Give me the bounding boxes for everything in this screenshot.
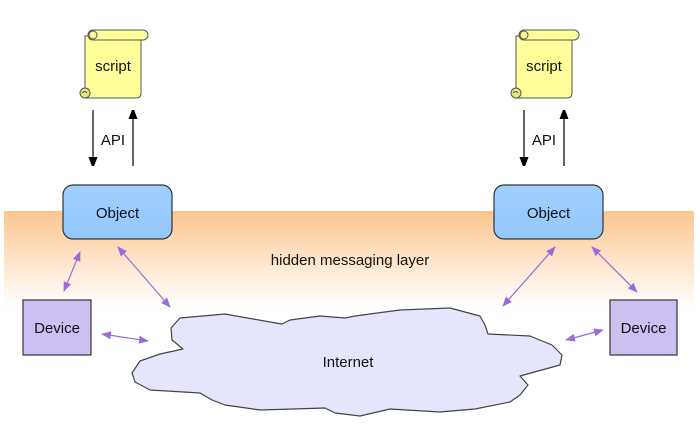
left-script-label: script bbox=[95, 58, 132, 75]
right-api-label: API bbox=[532, 132, 556, 149]
left-api-label: API bbox=[101, 132, 125, 149]
left-object-internet-link bbox=[117, 246, 171, 308]
right-script-label: script bbox=[526, 58, 563, 75]
left-object-box[interactable]: Object bbox=[62, 184, 173, 240]
left-device-internet-link bbox=[101, 331, 149, 344]
right-device-label: Device bbox=[621, 320, 667, 337]
left-device-box[interactable]: Device bbox=[22, 299, 92, 356]
left-object-device-link bbox=[63, 251, 81, 292]
right-script-scroll[interactable]: script bbox=[510, 29, 580, 99]
messaging-layer-label: hidden messaging layer bbox=[271, 252, 429, 269]
left-device-label: Device bbox=[34, 320, 80, 337]
right-stack: script API Object Device bbox=[493, 29, 678, 356]
right-object-box[interactable]: Object bbox=[493, 184, 604, 240]
left-script-scroll[interactable]: script bbox=[79, 29, 149, 99]
left-stack: script API Object Device bbox=[22, 29, 173, 356]
right-object-device-link bbox=[591, 246, 638, 293]
right-object-internet-link bbox=[502, 246, 556, 307]
internet-cloud: Internet bbox=[131, 307, 563, 417]
right-object-label: Object bbox=[527, 205, 571, 222]
right-device-internet-link bbox=[565, 328, 604, 342]
left-object-label: Object bbox=[96, 205, 140, 222]
right-device-box[interactable]: Device bbox=[609, 299, 678, 356]
internet-label: Internet bbox=[323, 354, 375, 371]
